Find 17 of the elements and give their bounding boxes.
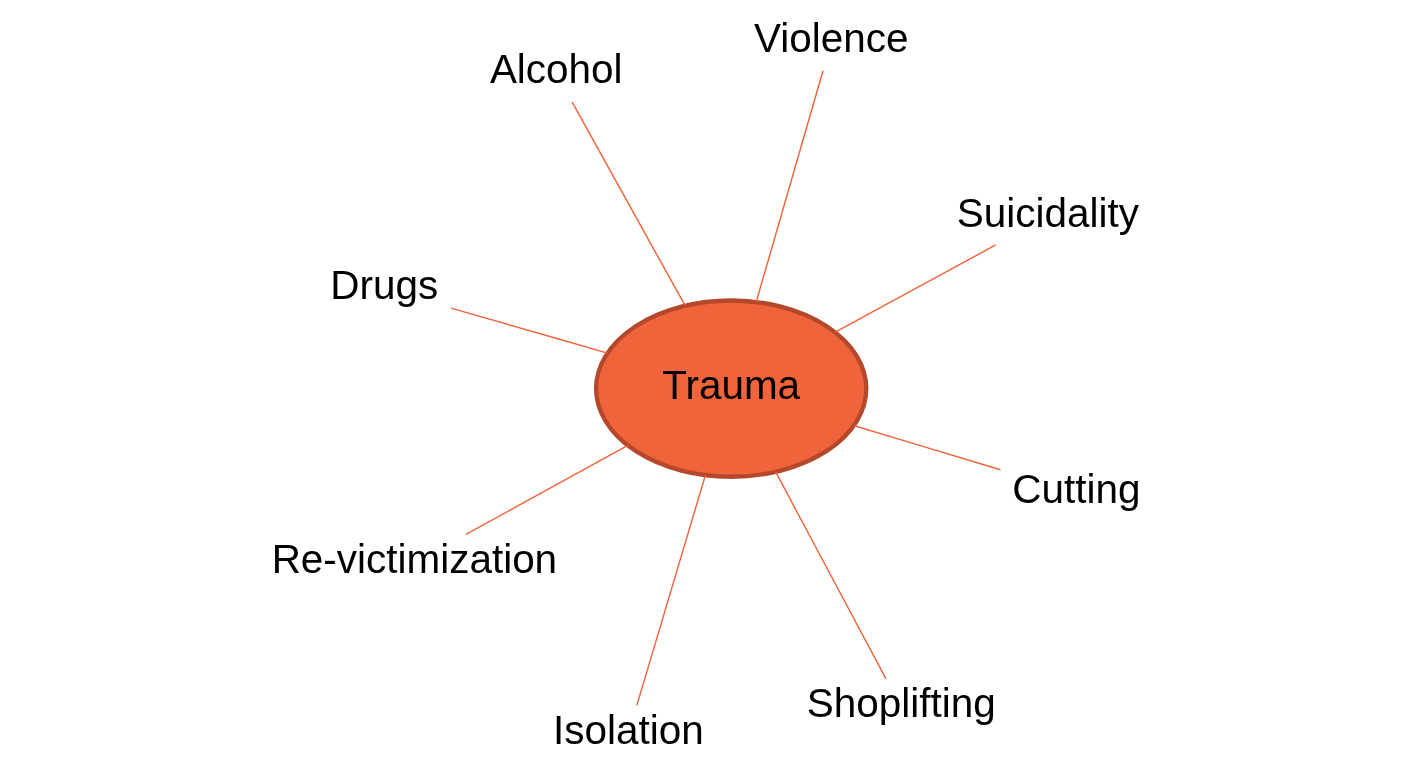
node-text: Alcohol bbox=[489, 46, 623, 93]
connector bbox=[465, 444, 629, 536]
connector bbox=[571, 101, 686, 307]
node-ellipse: Trauma bbox=[593, 298, 869, 479]
node-text: Violence bbox=[754, 15, 909, 62]
node-text: Cutting bbox=[1012, 465, 1141, 512]
connector bbox=[450, 307, 609, 354]
node-text: Re-victimization bbox=[271, 535, 558, 582]
connector bbox=[755, 70, 824, 303]
node-text: Suicidality bbox=[956, 189, 1139, 236]
node-text: Isolation bbox=[553, 706, 704, 753]
connector bbox=[853, 425, 1002, 471]
connector bbox=[774, 471, 887, 680]
node-text: Shoplifting bbox=[806, 680, 996, 727]
node-text: Drugs bbox=[330, 261, 439, 308]
connector bbox=[636, 474, 707, 707]
connector bbox=[834, 244, 997, 333]
